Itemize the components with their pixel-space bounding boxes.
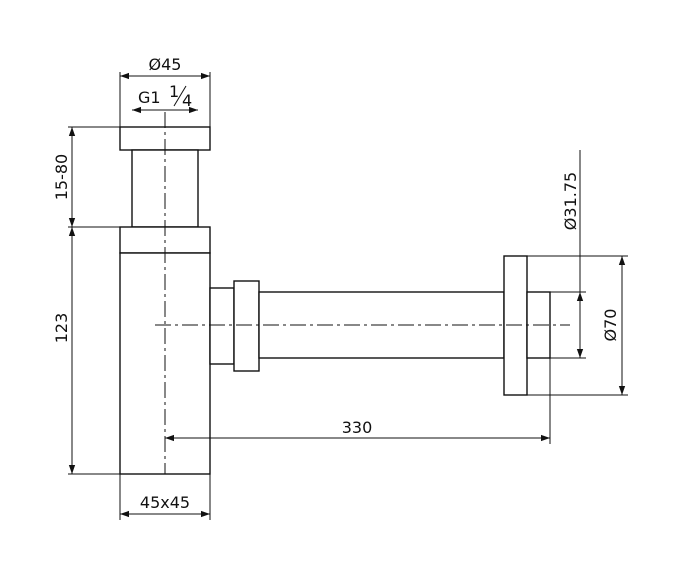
dim-wall-flange-diameter: Ø70 <box>527 255 628 396</box>
siphon-body-group <box>119 126 551 475</box>
dim-outlet-length: 330 <box>165 358 551 444</box>
top-diameter-label: Ø45 <box>149 55 182 74</box>
dim-body-height: 123 <box>52 227 120 475</box>
body-section-label: 45x45 <box>140 493 190 512</box>
outlet-stub <box>209 287 235 365</box>
body-height-label: 123 <box>52 313 71 344</box>
wall-flange-diameter-label: Ø70 <box>601 309 620 342</box>
adjust-height-label: 15-80 <box>52 154 71 201</box>
wall-tube-diameter-label: Ø31.75 <box>561 172 580 230</box>
dim-wall-tube-diameter: Ø31.75 <box>550 150 586 359</box>
dim-thread: G1 1 4 <box>132 82 198 114</box>
outlet-length-label: 330 <box>342 418 373 437</box>
dim-adjust-height: 15-80 <box>52 126 120 228</box>
outlet-nut <box>233 280 260 372</box>
thread-fraction-numerator: 1 <box>169 82 179 101</box>
thread-fraction-slash <box>173 85 187 107</box>
dim-body-section: 45x45 <box>119 474 211 520</box>
thread-fraction-denominator: 4 <box>182 91 192 110</box>
dim-top-diameter: Ø45 <box>119 55 211 127</box>
thread-label: G1 <box>138 88 161 107</box>
center-lines <box>155 112 570 474</box>
